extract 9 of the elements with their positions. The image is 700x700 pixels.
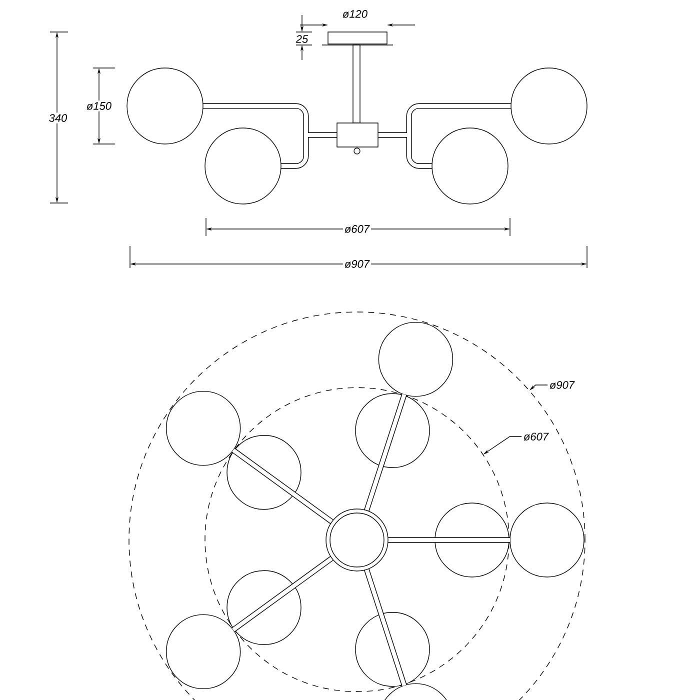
dimension-label: ø607 <box>342 224 372 234</box>
dimension-label: ø607 <box>524 432 549 441</box>
dashed-circle <box>204 387 510 692</box>
dimension-label: 25 <box>294 34 310 44</box>
dimension-label: ø150 <box>84 100 114 112</box>
dimension-label: ø907 <box>342 258 372 270</box>
dimension-label: ø907 <box>550 381 575 389</box>
dimension-label: 340 <box>47 112 69 124</box>
dimension-label: ø120 <box>340 8 370 20</box>
